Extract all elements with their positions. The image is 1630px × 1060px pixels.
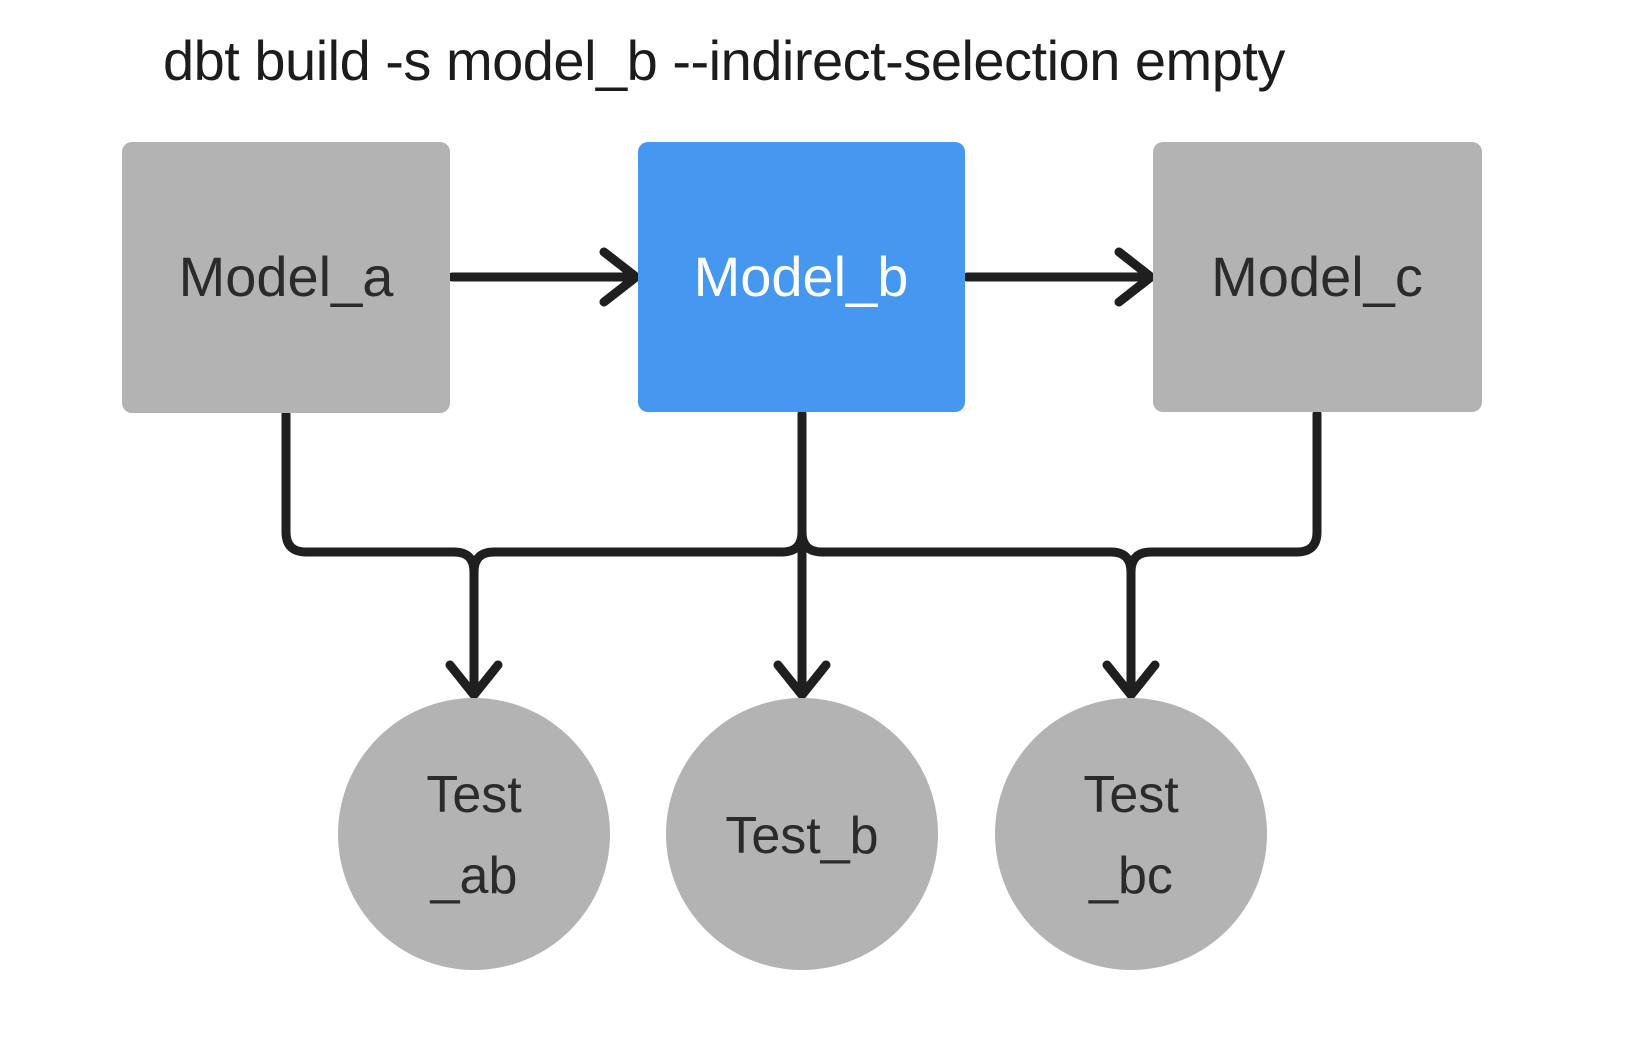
edge-test-bc-arrowhead: [1102, 660, 1160, 700]
edge-model-b-to-test-ab: [469, 527, 807, 577]
node-test-b: Test_b: [666, 698, 938, 970]
node-model-a-label: Model_a: [179, 245, 395, 308]
node-model-c: Model_c: [1153, 142, 1482, 412]
node-test-bc-circle: [995, 698, 1267, 970]
node-test-ab-circle: [338, 698, 610, 970]
node-model-c-box: [1153, 142, 1482, 412]
diagram-title: dbt build -s model_b --indirect-selectio…: [163, 29, 1285, 92]
node-model-c-label: Model_c: [1211, 245, 1423, 308]
node-test-bc-label-line1: Test: [1083, 766, 1179, 824]
node-test-b-circle: [666, 698, 938, 970]
edge-model-a-to-test-ab: [281, 409, 479, 696]
node-test-ab-label-line1: Test: [426, 766, 522, 824]
node-model-b-box: [638, 142, 965, 412]
edge-test-ab-arrowhead: [445, 660, 503, 700]
edge-model-a-to-model-b-arrowhead: [599, 247, 641, 307]
edge-model-b-to-test-bc: [797, 527, 1136, 577]
node-test-b-label: Test_b: [725, 807, 878, 865]
node-test-bc: Test _bc: [995, 698, 1267, 970]
node-test-ab: Test _ab: [338, 698, 610, 970]
node-test-ab-label-line2: _ab: [430, 847, 518, 905]
edge-test-b-arrowhead: [773, 660, 831, 700]
node-model-b-label: Model_b: [694, 245, 909, 308]
node-model-a-box: [122, 142, 450, 413]
node-model-b: Model_b: [638, 142, 965, 412]
edge-model-b-to-model-c-arrowhead: [1114, 247, 1156, 307]
node-test-bc-label-line2: _bc: [1088, 847, 1173, 905]
node-model-a: Model_a: [122, 142, 450, 413]
edges: [281, 247, 1322, 700]
edge-model-c-to-test-bc: [1126, 409, 1322, 696]
